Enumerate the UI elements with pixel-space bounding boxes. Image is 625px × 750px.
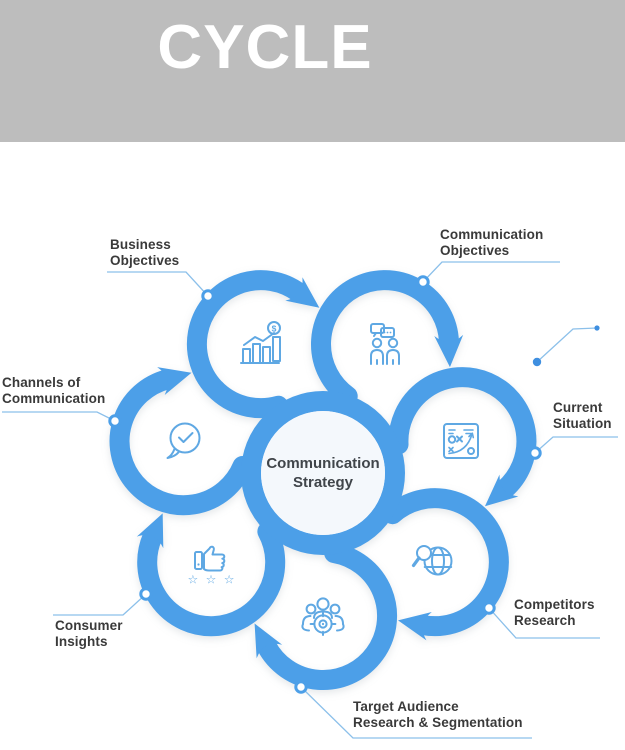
leader-line-competitors-research <box>488 607 600 639</box>
decor-node-large <box>532 357 542 367</box>
connector-dot-communication-objectives <box>416 275 430 289</box>
title-banner: CYCLE <box>0 0 625 142</box>
leader-line-channels-of-communication <box>2 411 116 422</box>
people-chat-icon <box>370 323 400 365</box>
leader-line-communication-objectives <box>422 261 560 283</box>
leader-line-current-situation <box>534 436 618 454</box>
label-channels-of-communication: Channels of Communication <box>2 375 105 407</box>
connector-dot-business-objectives <box>201 289 215 303</box>
petal-arc-communication-objectives <box>311 270 464 407</box>
hub-center-disc <box>261 411 385 535</box>
label-target-audience: Target Audience Research & Segmentation <box>353 699 523 731</box>
center-label-line: Communication <box>266 455 380 472</box>
center-label-line: Strategy <box>292 474 354 491</box>
label-line: Competitors <box>514 597 595 612</box>
stars-glyph: ☆ ☆ ☆ <box>188 573 237 587</box>
label-current-situation: Current Situation <box>553 400 612 432</box>
connector-dot-channels-of-communication <box>108 414 122 428</box>
label-communication-objectives: Communication Objectives <box>440 227 543 259</box>
label-business-objectives: Business Objectives <box>110 237 179 269</box>
label-line: Objectives <box>110 253 180 268</box>
petal-arc-consumer-insights <box>136 513 286 637</box>
label-line: Insights <box>55 634 108 649</box>
leader-line-consumer-insights <box>53 593 147 616</box>
thumbs-up-stars-icon: ☆ ☆ ☆ <box>188 545 237 587</box>
audience-target-icon <box>301 597 345 636</box>
connector-dots <box>108 275 542 694</box>
strategy-board-icon <box>443 423 479 459</box>
label-competitors-research: Competitors Research <box>514 597 595 629</box>
label-line: Current <box>553 400 603 415</box>
decor-polyline <box>536 327 598 363</box>
decor-node-small <box>594 325 600 331</box>
connector-dot-target-audience <box>294 680 308 694</box>
leader-line-business-objectives <box>107 271 209 297</box>
label-consumer-insights: Consumer Insights <box>55 618 123 650</box>
label-line: Situation <box>553 416 612 431</box>
label-line: Business <box>110 237 171 252</box>
bar-chart-dollar-icon: $ <box>240 321 281 364</box>
petal-arrows <box>109 270 537 690</box>
leader-lines <box>2 261 618 739</box>
label-line: Communication <box>440 227 544 242</box>
globe-magnifier-icon <box>411 545 453 576</box>
label-line: Research <box>514 613 576 628</box>
petal-arc-target-audience <box>254 543 397 690</box>
connector-dot-competitors-research <box>482 601 496 615</box>
page-title: CYCLE <box>157 13 373 82</box>
label-line: Research & Segmentation <box>353 715 523 730</box>
label-line: Communication <box>2 391 106 406</box>
chat-check-icon <box>166 422 201 459</box>
center-label: Communication Strategy <box>253 454 393 492</box>
label-line: Objectives <box>440 243 510 258</box>
label-line: Target Audience <box>353 699 459 714</box>
connector-dot-current-situation <box>528 446 542 460</box>
petal-arc-competitors-research <box>382 488 509 641</box>
petal-arc-current-situation <box>388 367 537 507</box>
leader-line-target-audience <box>300 686 532 739</box>
connector-dot-consumer-insights <box>139 587 153 601</box>
label-line: Consumer <box>55 618 123 633</box>
petal-arc-business-objectives <box>186 270 320 419</box>
label-line: Channels of <box>2 375 81 390</box>
petal-arc-channels-of-communication <box>109 367 253 516</box>
hub-ring <box>241 391 405 555</box>
dollar-glyph: $ <box>272 323 277 333</box>
